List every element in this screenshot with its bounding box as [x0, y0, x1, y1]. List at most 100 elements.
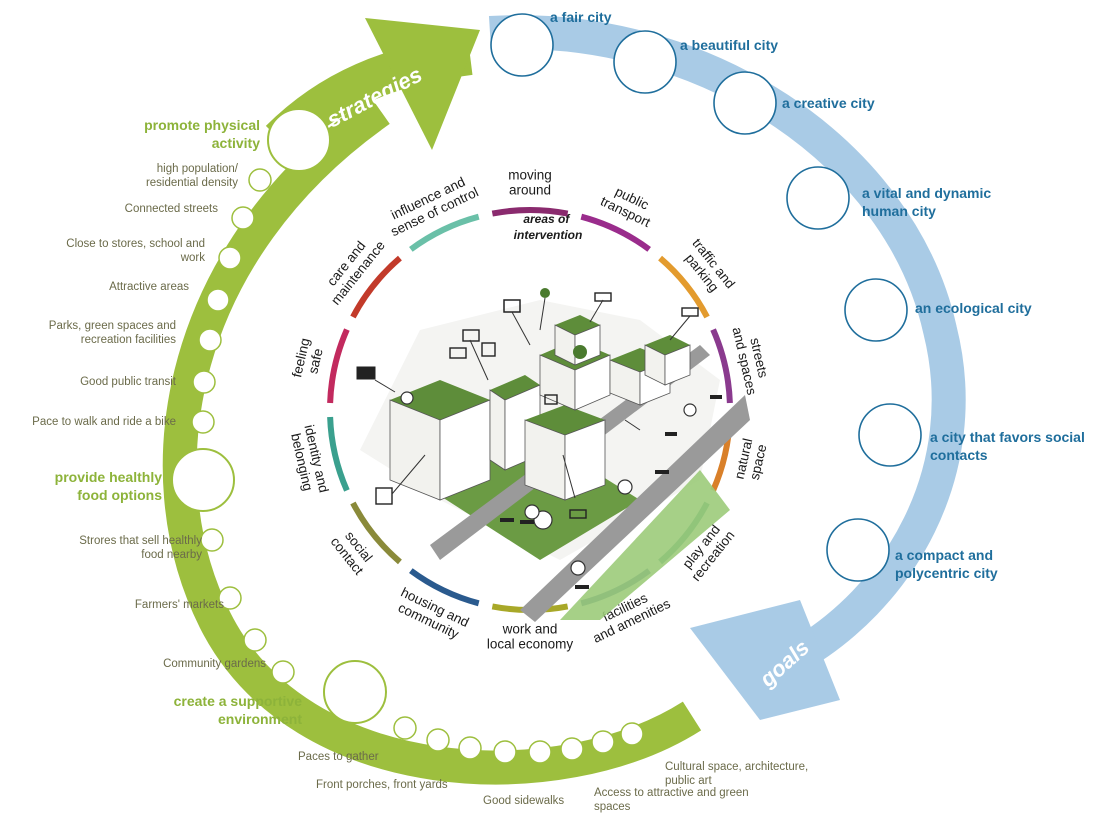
washer-icon [481, 342, 496, 357]
goal-circle [613, 30, 677, 94]
physical-activity-item-3: Attractive areas [109, 281, 189, 293]
item-dot [620, 722, 644, 746]
physical-activity-item-3-line: Attractive areas [109, 281, 189, 293]
item-dot [393, 716, 417, 740]
goal-label-5-line: a city that favors social [930, 429, 1085, 445]
environment-item-1-line: Front porches, front yards [316, 779, 448, 791]
area-arc [491, 207, 569, 217]
goal-label-2-line: a creative city [782, 95, 875, 111]
physical-activity-item-5-line: Good public transit [80, 376, 177, 388]
area-arc [580, 213, 651, 252]
food-item-2: Community gardens [163, 658, 266, 670]
food-item-1-line: Farmers' markets [135, 599, 224, 611]
physical-activity-item-6-line: Pace to walk and ride a bike [32, 416, 176, 428]
coffee-icon [544, 394, 558, 405]
goal-circles [490, 13, 922, 582]
environment-item-4-line: Cultural space, architecture, [665, 761, 808, 773]
food-item-0-line: food nearby [141, 549, 202, 561]
item-dot [248, 168, 272, 192]
strategy-circle [171, 448, 235, 512]
strategy-circle [323, 660, 387, 724]
item-dot [191, 410, 215, 434]
item-dot [426, 728, 450, 752]
goal-circle [844, 278, 908, 342]
environment-item-0: Paces to gather [298, 751, 379, 763]
goal-label-6-line: polycentric city [895, 565, 998, 581]
area-arc [350, 255, 402, 319]
physical-activity-item-1-line: Connected streets [125, 203, 219, 215]
building-7 [644, 335, 691, 386]
strategy-label-2: create a supportive environment [174, 693, 303, 727]
tree-icons [400, 391, 697, 576]
physical-activity-item-4-line: Parks, green spaces and [49, 320, 176, 332]
physical-activity-item-5: Good public transit [80, 376, 177, 388]
item-dots [191, 168, 644, 764]
item-dot [591, 730, 615, 754]
item-dot [192, 370, 216, 394]
area-label-3: streetsand spaces [729, 322, 774, 396]
food-item-2-line: Community gardens [163, 658, 266, 670]
park-strip [560, 470, 730, 620]
item-dot [200, 528, 224, 552]
area-arc [327, 328, 350, 404]
item-dot [206, 288, 230, 312]
area-arc [658, 255, 710, 319]
item-labels: high population/residential densityConne… [32, 163, 808, 813]
goal-label-2: a creative city [782, 95, 875, 111]
physical-activity-item-6: Pace to walk and ride a bike [32, 416, 176, 428]
strategy-label-2-line: create a supportive [174, 693, 303, 709]
item-dot [458, 736, 482, 760]
item-dot [271, 660, 295, 684]
area-label-line: moving [508, 168, 552, 183]
physical-activity-item-0: high population/residential density [146, 163, 239, 189]
building-3 [524, 405, 606, 501]
environment-item-2: Good sidewalks [483, 795, 564, 807]
item-dot [243, 628, 267, 652]
physical-activity-item-4: Parks, green spaces and recreation facili… [49, 320, 176, 346]
goal-circle [786, 166, 850, 230]
food-item-1: Farmers' markets [135, 599, 224, 611]
leader-lines [374, 297, 691, 499]
area-label-11: feelingsafe [289, 337, 327, 382]
center-title-line1: areas of [523, 212, 570, 226]
tv-icon [503, 299, 521, 313]
area-arc [409, 213, 480, 252]
environment-item-4: Cultural space, architecture,public art [665, 761, 808, 787]
physical-activity-item-1: Connected streets [125, 203, 219, 215]
environment-item-2-line: Good sidewalks [483, 795, 564, 807]
goal-circle [858, 403, 922, 467]
goal-label-0: a fair city [550, 9, 612, 25]
goal-circle [490, 13, 554, 77]
strategy-circles [171, 108, 387, 724]
physical-activity-item-0-line: residential density [146, 177, 238, 189]
environment-item-3-line: spaces [594, 801, 631, 813]
strategies-arrowhead [365, 18, 480, 150]
physical-activity-item-4-line: recreation facilities [81, 334, 176, 346]
printer-icon [356, 366, 376, 380]
food-item-0-line: Strores that sell healthly [79, 535, 202, 547]
physical-activity-item-2-line: Close to stores, school and [66, 238, 205, 250]
area-arc [350, 501, 402, 565]
bed-icon [594, 292, 612, 302]
goal-label-4: an ecological city [915, 300, 1032, 316]
strategy-label-2-line: environment [218, 711, 302, 727]
goal-circle [826, 518, 890, 582]
item-dot [493, 740, 517, 764]
laptop-icon [462, 329, 480, 342]
goal-label-3-line: a vital and dynamic [862, 185, 991, 201]
strategy-label-0-line: promote physical [144, 117, 260, 133]
area-label-line: around [509, 183, 551, 198]
goals-arrowhead [690, 600, 840, 720]
area-label-line: local economy [487, 637, 574, 652]
books-icon [449, 347, 467, 359]
